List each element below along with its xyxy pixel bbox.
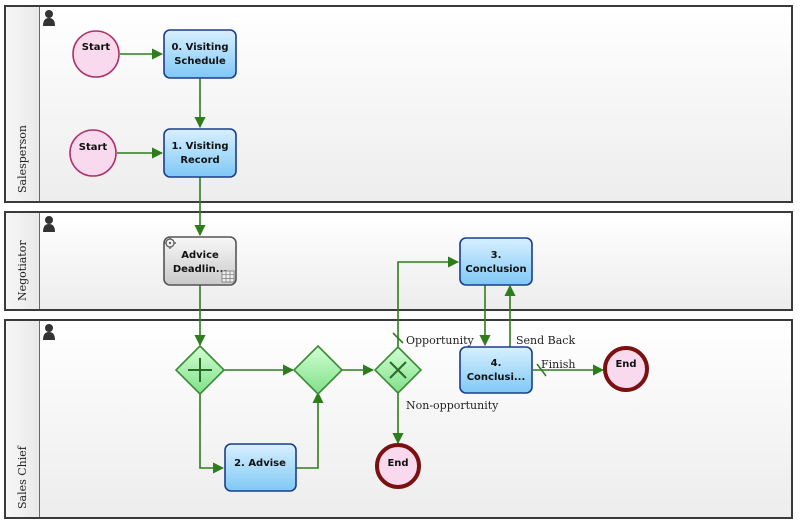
task-visiting-record[interactable]: 1. Visiting Record bbox=[163, 128, 237, 178]
sequence-flows bbox=[117, 48, 605, 474]
task-label-line1: Advice bbox=[181, 250, 219, 261]
lane-header: Sales Chief bbox=[6, 321, 40, 517]
label-send-back: Send Back bbox=[516, 334, 575, 347]
start-label: Start bbox=[79, 142, 108, 153]
start-event[interactable]: Start bbox=[69, 129, 117, 177]
task-label-line1: 1. Visiting bbox=[171, 141, 228, 152]
lane-header: Salesperson bbox=[6, 7, 40, 201]
end-event[interactable]: End bbox=[603, 346, 649, 392]
label-non-opportunity: Non-opportunity bbox=[406, 399, 499, 412]
exclusive-gateway[interactable] bbox=[373, 345, 423, 395]
table-icon bbox=[221, 270, 235, 283]
task-conclusion[interactable]: 3. Conclusion bbox=[459, 237, 533, 286]
task-label-line1: 0. Visiting bbox=[171, 42, 228, 53]
task-label-line2: Conclusion bbox=[465, 264, 526, 275]
task-label-line2: Record bbox=[180, 155, 219, 166]
end-event[interactable]: End bbox=[375, 443, 421, 489]
task-label-line2: Deadlin... bbox=[173, 264, 227, 275]
task-label: 2. Advise bbox=[234, 458, 286, 469]
condition-marker bbox=[536, 363, 547, 377]
label-opportunity: Opportunity bbox=[406, 334, 475, 347]
task-conclusion-4[interactable]: 4. Conclusi... bbox=[459, 346, 533, 394]
flow-exclusive-task3[interactable] bbox=[397, 256, 460, 347]
end-label: End bbox=[387, 458, 408, 469]
start-event[interactable]: Start bbox=[72, 30, 120, 78]
merge-gateway[interactable] bbox=[292, 344, 344, 396]
person-icon bbox=[43, 216, 55, 232]
task-label-line1: 4. bbox=[491, 358, 502, 369]
flow-parallel-task2[interactable] bbox=[199, 393, 225, 474]
person-icon bbox=[43, 10, 55, 26]
task-label-line1: 3. bbox=[491, 250, 502, 261]
gear-icon bbox=[164, 237, 176, 249]
start-label: Start bbox=[82, 42, 111, 53]
flow-task2-merge[interactable] bbox=[296, 391, 324, 469]
task-label-line2: Conclusi... bbox=[467, 372, 526, 383]
lane-header: Negotiator bbox=[6, 213, 40, 309]
task-advise[interactable]: 2. Advise bbox=[224, 443, 297, 492]
x-icon bbox=[389, 361, 407, 379]
task-visiting-schedule[interactable]: 0. Visiting Schedule bbox=[163, 29, 237, 79]
task-label-line2: Schedule bbox=[174, 56, 226, 67]
condition-marker bbox=[392, 332, 404, 344]
person-icon bbox=[43, 324, 55, 340]
plus-icon bbox=[188, 358, 212, 382]
task-advice-deadline[interactable]: Advice Deadlin... bbox=[163, 236, 237, 286]
label-finish: Finish bbox=[541, 358, 575, 371]
lane-salesperson: Salesperson bbox=[4, 5, 793, 203]
end-label: End bbox=[615, 359, 636, 370]
parallel-gateway[interactable] bbox=[174, 344, 226, 396]
